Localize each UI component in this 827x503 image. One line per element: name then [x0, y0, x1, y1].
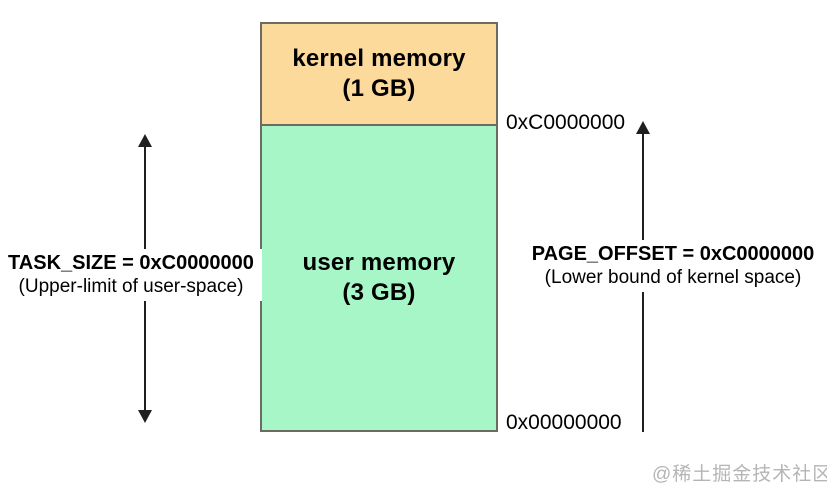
page-offset-arrow-up-icon [636, 121, 650, 134]
user-memory-size-label: (3 GB) [342, 279, 416, 306]
task-size-title: TASK_SIZE = 0xC0000000 [8, 252, 254, 274]
page-offset-title: PAGE_OFFSET = 0xC0000000 [531, 243, 815, 265]
task-size-annotation: TASK_SIZE = 0xC0000000 (Upper-limit of u… [0, 249, 262, 301]
kernel-memory-label: kernel memory [292, 45, 466, 72]
task-size-subtitle: (Upper-limit of user-space) [18, 276, 244, 297]
task-size-arrow-up-icon [138, 134, 152, 147]
watermark-text: @稀土掘金技术社区 [652, 464, 827, 485]
user-memory-label: user memory [302, 249, 456, 276]
kernel-memory-box: kernel memory (1 GB) [260, 22, 498, 126]
kernel-memory-size-label: (1 GB) [342, 75, 416, 102]
boundary-address-label: 0xC0000000 [506, 111, 626, 134]
task-size-arrow-down-icon [138, 410, 152, 423]
user-memory-box: user memory (3 GB) [260, 124, 498, 432]
page-offset-annotation: PAGE_OFFSET = 0xC0000000 (Lower bound of… [520, 240, 826, 292]
base-address-label: 0x00000000 [506, 411, 622, 434]
page-offset-subtitle: (Lower bound of kernel space) [544, 267, 802, 288]
